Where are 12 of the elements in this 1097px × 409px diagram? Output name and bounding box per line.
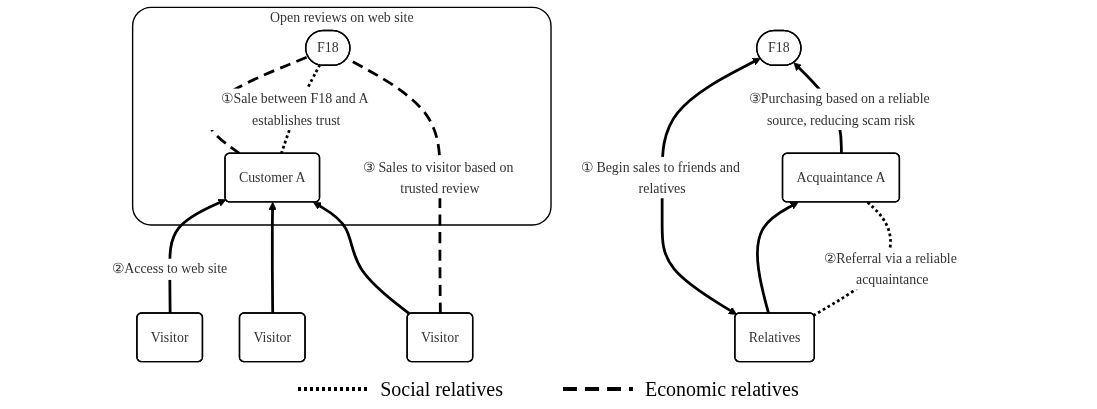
edge-label: ②Referral via a reliable acquaintance [824, 250, 957, 287]
legend-text: Social relatives [380, 377, 503, 401]
arrow [313, 201, 411, 316]
edge-label: ③ Sales to visitor based on trusted review [362, 159, 514, 196]
legend-text: Economic relatives [644, 377, 799, 401]
edge-label: ① Begin sales to friends and relatives [580, 159, 740, 196]
arrow [756, 201, 799, 314]
arrow [268, 201, 277, 314]
edge-label: ②Access to web site [112, 261, 228, 277]
arrow [168, 198, 227, 314]
edge-label: ③Purchasing based on a reliable source, reducing scam risk [748, 91, 930, 127]
edge-label: ①Sale between F18 and A establishes trust [221, 91, 368, 127]
